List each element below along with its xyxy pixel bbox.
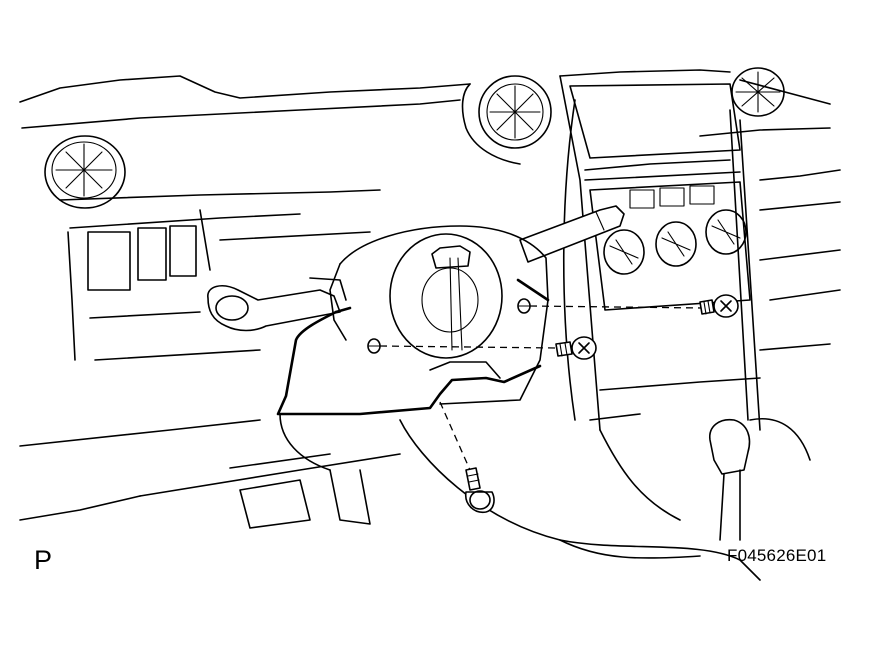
screw-right [699, 294, 739, 318]
alignment-lines [379, 305, 703, 471]
screw-lower [464, 467, 495, 514]
right-air-vent [731, 67, 785, 117]
climate-knobs [603, 209, 747, 275]
figure-code: F045626E01 [727, 546, 827, 565]
center-air-vent [478, 75, 552, 149]
shift-lever [709, 418, 811, 541]
turn-signal-lever [207, 285, 341, 332]
center-stack [559, 75, 751, 431]
dashboard-outline [19, 69, 841, 521]
screw-middle [555, 336, 597, 360]
switch-panel [87, 225, 197, 291]
steering-column-cover [309, 225, 549, 405]
lower-cover-outline [276, 278, 550, 416]
corner-label: P [34, 545, 53, 575]
left-air-vent [44, 135, 126, 209]
lower-column [239, 413, 761, 581]
wiper-lever [519, 205, 625, 263]
screw-holes [367, 298, 531, 354]
